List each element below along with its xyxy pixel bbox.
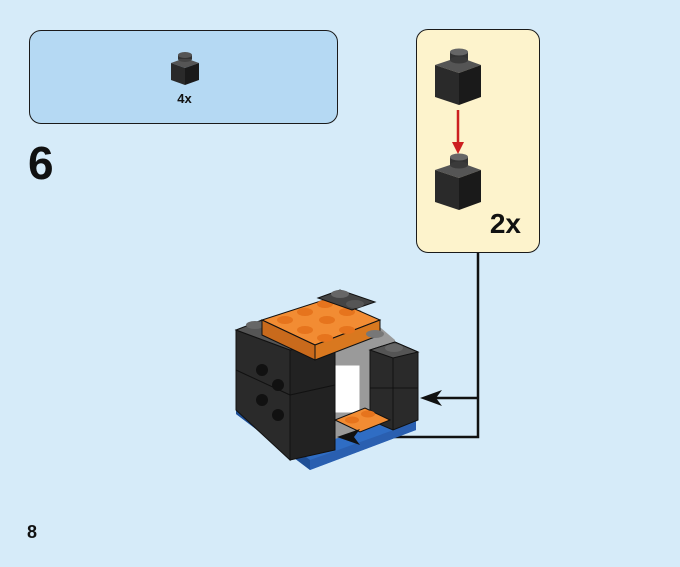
black-brick-column-right bbox=[368, 341, 420, 431]
black-brick-icon bbox=[435, 48, 481, 105]
insert-arrow-icon bbox=[337, 390, 442, 445]
black-brick-column-left bbox=[234, 319, 336, 462]
black-1x1-brick-icon bbox=[171, 52, 199, 85]
parts-list-callout: 4x bbox=[29, 30, 338, 124]
subassembly-callout: 2x bbox=[416, 29, 540, 253]
page-number: 8 bbox=[27, 522, 38, 542]
orange-plate-bottom bbox=[333, 407, 392, 433]
black-brick-icon bbox=[435, 153, 481, 210]
subassembly-diagram bbox=[435, 48, 481, 210]
parts-quantity: 4x bbox=[177, 91, 192, 106]
red-arrow-down-icon bbox=[452, 110, 464, 154]
step-number: 6 bbox=[28, 137, 54, 189]
subassembly-quantity: 2x bbox=[489, 208, 521, 239]
black-brick-back bbox=[316, 289, 384, 338]
